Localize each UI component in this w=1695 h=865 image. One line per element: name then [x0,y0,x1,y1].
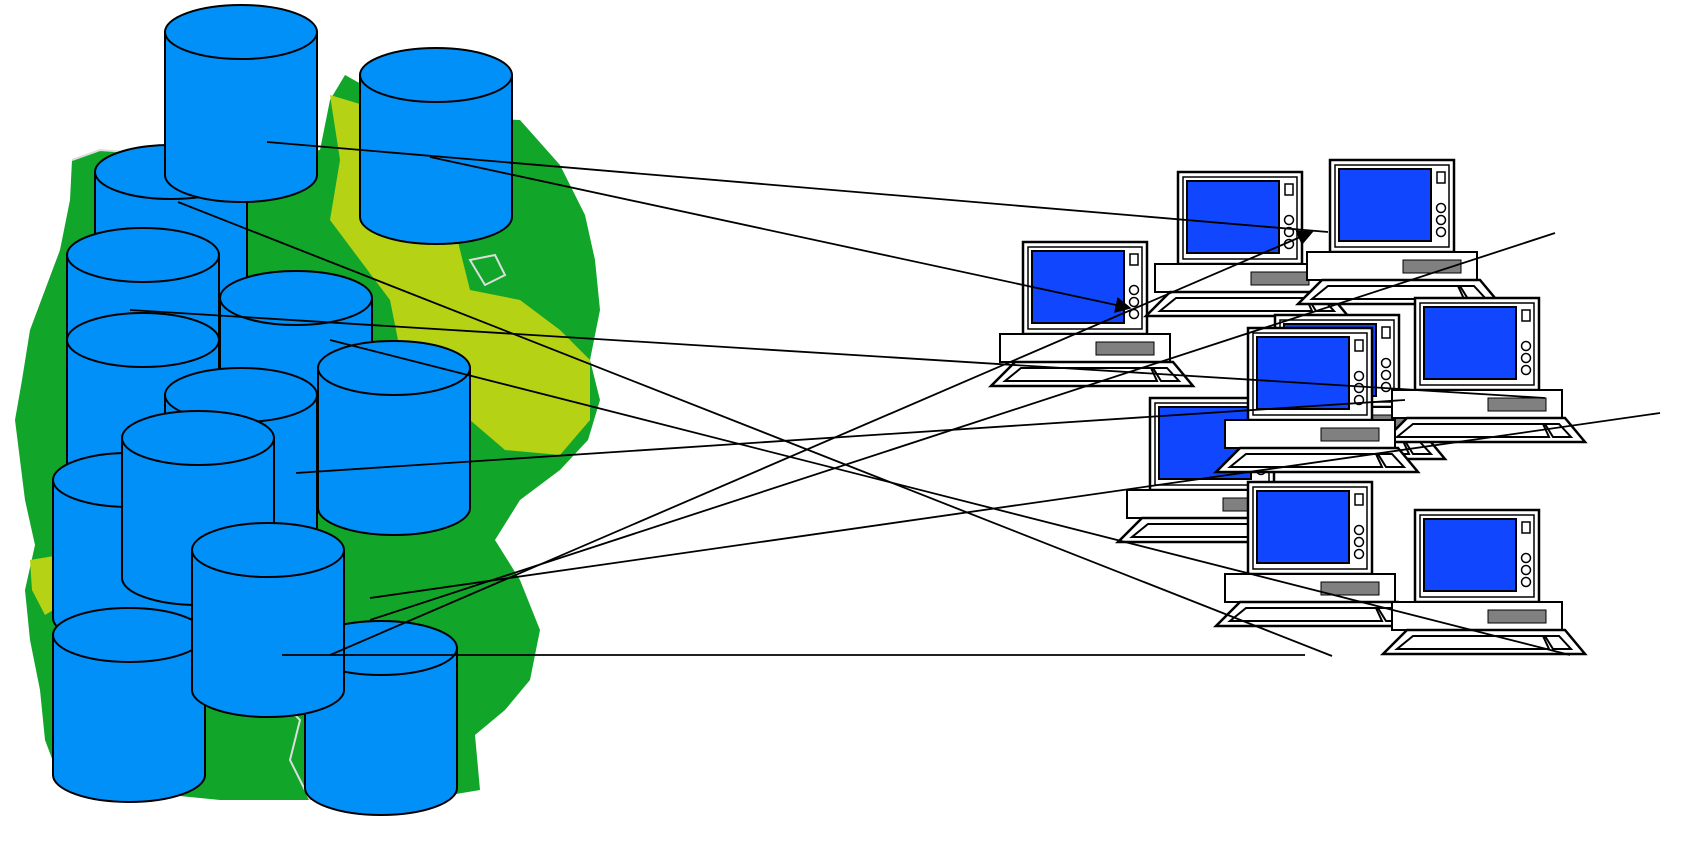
knob [1380,357,1392,369]
screen [1031,250,1125,324]
database-top [191,522,345,578]
disk-drive [1320,581,1380,596]
client-pc9 [1379,296,1588,444]
disk-drive [1487,397,1547,412]
monitor-bezel [1252,486,1368,570]
database-db11 [52,607,206,803]
screen [1423,306,1517,380]
database-top [164,4,318,60]
database-top [219,270,373,326]
screen [1256,490,1350,564]
screen [1423,518,1517,592]
connection-line [329,230,1314,656]
monitor-bezel [1419,302,1535,386]
connection-line [329,339,1571,656]
knob [1520,576,1532,588]
screen [1186,180,1280,254]
disk-drive [1320,427,1380,442]
monitor-bezel [1419,514,1535,598]
connection-lines [129,141,1661,657]
database-db2 [359,47,513,245]
client-pc1 [1294,158,1503,306]
database-cylinder-icon [359,74,513,245]
database-top [359,47,513,103]
power-switch [1436,171,1446,184]
disk-drive [1095,341,1155,356]
connection-line [129,309,1546,399]
knob [1353,524,1365,536]
screen [1256,336,1350,410]
database-top [66,312,220,368]
keyboard-keys [1002,367,1182,382]
power-switch [1129,253,1139,266]
monitor-bezel [1252,332,1368,416]
keyboard-keys [1394,423,1574,438]
knob [1283,214,1295,226]
connection-line [177,201,1333,657]
monitor-bezel [1182,176,1298,260]
connection-line [429,156,1132,313]
connection-line [369,412,1661,599]
screen [1338,168,1432,242]
knob [1520,364,1532,376]
knob [1128,296,1140,308]
power-switch [1284,183,1294,196]
database-top [317,340,471,396]
connection-line [295,399,1406,474]
client-pc8 [1379,508,1588,656]
knob [1520,564,1532,576]
database-db12 [191,522,345,718]
database-top [121,410,275,466]
disk-drive [1487,609,1547,624]
knob [1128,284,1140,296]
database-db7 [317,340,471,536]
client-pc6 [1212,326,1421,474]
knob [1435,202,1447,214]
power-switch [1521,309,1531,322]
knob [1520,352,1532,364]
keyboard-keys [1227,453,1407,468]
knob [1353,370,1365,382]
database-cylinder-icon [191,549,345,718]
knob [1353,382,1365,394]
client-pc7 [1212,480,1421,628]
database-cylinder-icon [317,367,471,536]
knob [1380,369,1392,381]
database-top [66,227,220,283]
knob [1353,548,1365,560]
database-cylinder-icon [164,31,318,203]
knob [1435,226,1447,238]
database-cluster [52,4,513,816]
power-switch [1381,326,1391,339]
disk-drive [1250,271,1310,286]
monitor-bezel [1334,164,1450,248]
knob [1435,214,1447,226]
connection-line [266,141,1329,233]
database-cylinder-icon [52,634,206,803]
knob [1380,381,1392,393]
connection-line [369,232,1556,621]
knob [1520,552,1532,564]
power-switch [1354,339,1364,352]
power-switch [1521,521,1531,534]
database-db1 [164,4,318,203]
power-switch [1354,493,1364,506]
database-top [52,607,206,663]
knob [1353,536,1365,548]
knob [1520,340,1532,352]
